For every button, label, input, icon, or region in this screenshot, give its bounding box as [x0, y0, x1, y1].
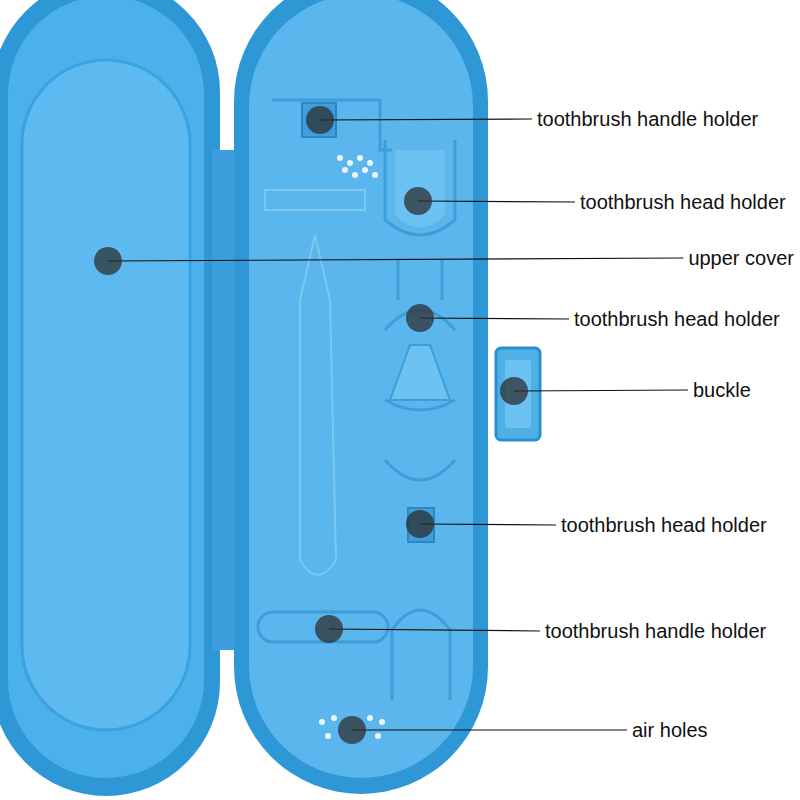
head-holder [390, 345, 450, 400]
rib [272, 100, 392, 150]
cover-inner [8, 0, 204, 778]
head-holder [385, 400, 455, 410]
leader-line [329, 629, 540, 631]
air-holes [319, 155, 385, 739]
cover-panel [22, 60, 190, 730]
buckle-tab [496, 348, 540, 440]
part-label: buckle [693, 378, 751, 402]
handle-holder [258, 612, 388, 642]
part-label: toothbrush handle holder [537, 107, 758, 131]
leader-line [320, 119, 532, 120]
leader-line [514, 390, 688, 391]
callout-dot [306, 106, 334, 134]
part-label: toothbrush handle holder [545, 619, 766, 643]
part-label: toothbrush head holder [561, 513, 767, 537]
rib [265, 190, 365, 210]
callout-dot [404, 187, 432, 215]
leader-line [420, 318, 569, 319]
callout-dot [500, 377, 528, 405]
handle-holder [302, 103, 336, 137]
callout-dot [338, 716, 366, 744]
part-label: air holes [632, 718, 708, 742]
base-inner [249, 0, 473, 778]
part-label: toothbrush head holder [580, 190, 786, 214]
head-holder [392, 610, 450, 700]
leader-line [420, 524, 556, 525]
head-holder [385, 140, 455, 235]
part-label: toothbrush head holder [574, 307, 780, 331]
toothbrush-outline [300, 235, 336, 575]
callout-dot [406, 304, 434, 332]
cover-shell [0, 0, 220, 796]
head-holder [385, 460, 455, 480]
callout-dot [315, 615, 343, 643]
part-label: upper cover [688, 246, 794, 270]
head-holder [395, 150, 445, 228]
leader-line [352, 729, 627, 730]
callout-dot [94, 247, 122, 275]
callout-dot [406, 510, 434, 538]
rib [398, 260, 442, 300]
leader-line [418, 201, 575, 202]
leader-line [108, 258, 683, 261]
